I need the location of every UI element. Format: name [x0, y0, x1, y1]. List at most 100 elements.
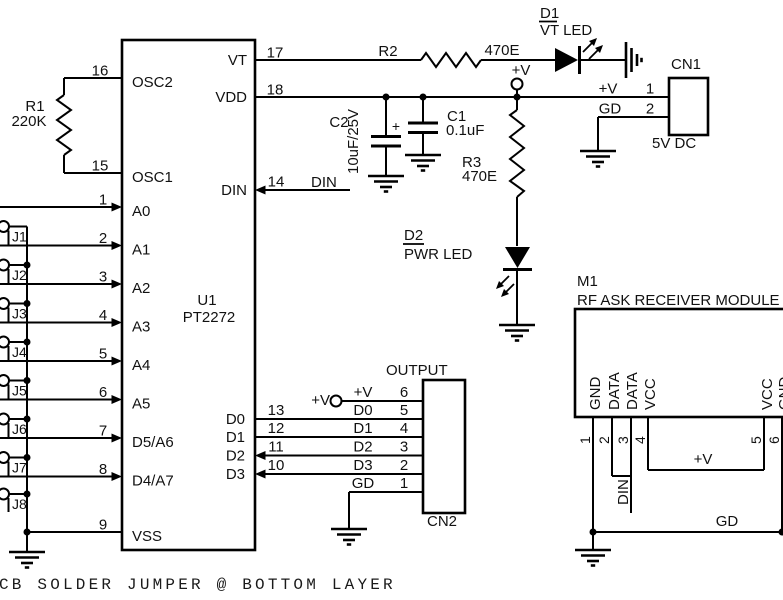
- pin-label-vt: VT: [228, 52, 247, 69]
- jumper-label: J1: [12, 229, 27, 245]
- cn2-pin3-label: D2: [353, 439, 372, 456]
- pin-label-d5a6: D5/A6: [132, 434, 174, 451]
- pin-label-d4a7: D4/A7: [132, 473, 174, 490]
- resistor-r1: 16 15 R1 220K: [11, 63, 122, 175]
- cn2-ref: CN2: [427, 513, 457, 530]
- jumper-label: J7: [12, 460, 27, 476]
- jumper-j3: J3: [0, 297, 27, 323]
- pin-label-osc2: OSC2: [132, 74, 173, 91]
- c2-value: 10uF/25V: [345, 109, 362, 174]
- pin-number-12: 12: [268, 420, 285, 437]
- jumper-j7: J7: [0, 451, 27, 477]
- address-input-rows: 1 2 3 4 5 6 7 8 9: [0, 192, 122, 534]
- cn2-pin2-number: 2: [400, 457, 408, 474]
- m1-pin4-label: VCC: [642, 378, 659, 410]
- cn2-pin3-number: 3: [400, 439, 408, 456]
- c2-ref: C2: [329, 114, 348, 131]
- pin-number-15: 15: [92, 158, 109, 175]
- net-label-din: DIN: [311, 174, 337, 191]
- ground-symbol: [624, 40, 643, 80]
- ground-symbol: [366, 174, 406, 193]
- d2-value: PWR LED: [404, 246, 473, 263]
- din-net: 14 DIN: [255, 174, 350, 195]
- jumper-j8: J8: [0, 487, 27, 512]
- cn2-pin2-label: D3: [353, 457, 372, 474]
- d1-value: VT LED: [540, 22, 592, 39]
- m1-pin1-number: 1: [577, 436, 593, 444]
- r1-ref: R1: [25, 98, 44, 115]
- pin-number-1: 1: [99, 192, 107, 209]
- jumper-label: J5: [12, 383, 27, 399]
- ground-symbol: [329, 527, 369, 546]
- jumper-j1: J1: [0, 220, 27, 246]
- c1-value: 0.1uF: [446, 122, 484, 139]
- m1-net-din: DIN: [615, 479, 632, 505]
- pin-label-osc1: OSC1: [132, 169, 173, 186]
- pin-label-a4: A4: [132, 357, 150, 374]
- resistor-r3: R3 470E: [462, 97, 526, 246]
- cn1-ref: CN1: [671, 56, 701, 73]
- pin-number-9: 9: [99, 517, 107, 534]
- pin-number-5: 5: [99, 346, 107, 363]
- r1-value: 220K: [11, 113, 46, 130]
- led-d1: [555, 38, 603, 74]
- connector-cn1: CN1 5V DC +V 1 GD 2: [578, 56, 710, 168]
- cn1-pin2-label: GD: [599, 101, 622, 118]
- pin-label-vdd: VDD: [215, 89, 247, 106]
- ground-symbol: [7, 550, 47, 569]
- m1-pin3-number: 3: [615, 436, 631, 444]
- pin-label-a1: A1: [132, 242, 150, 259]
- pin-label-d0: D0: [226, 411, 245, 428]
- m1-pin6-label: GND: [776, 377, 783, 411]
- cn2-pin6-number: 6: [400, 384, 408, 401]
- jumper-j5: J5: [0, 374, 27, 400]
- m1-title: RF ASK RECEIVER MODULE: [577, 292, 780, 309]
- pin-label-d3: D3: [226, 466, 245, 483]
- cn1-pin2-number: 2: [646, 101, 654, 118]
- cn1-caption: 5V DC: [652, 135, 696, 152]
- net-label-plusv: +V: [512, 62, 531, 79]
- cn2-pin4-number: 4: [400, 420, 408, 437]
- m1-pin6-number: 6: [766, 436, 782, 444]
- m1-pin2-label: DATA: [606, 372, 623, 410]
- cn2-pin1-label: GD: [352, 475, 375, 492]
- pin-number-17: 17: [267, 45, 284, 62]
- pin-label-a0: A0: [132, 203, 150, 220]
- pin-number-13: 13: [268, 402, 285, 419]
- ic-u1-pt2272: U1 PT2272 OSC2 OSC1 A0 A1 A2 A3 A4 A5 D5…: [120, 38, 257, 552]
- pin-label-din: DIN: [221, 182, 247, 199]
- d2-ref: D2: [404, 227, 423, 244]
- ground-symbol: [573, 548, 613, 567]
- m1-pin2-number: 2: [596, 436, 612, 444]
- cn2-pin1-number: 1: [400, 475, 408, 492]
- cn2-pin5-label: D0: [353, 402, 372, 419]
- r2-value: 470E: [484, 42, 519, 59]
- cn2-caption: OUTPUT: [386, 362, 448, 379]
- cn1-pin1-number: 1: [646, 81, 654, 98]
- cn2-pin5-number: 5: [400, 402, 408, 419]
- m1-pin1-label: GND: [587, 377, 604, 411]
- cn1-pin1-label: +V: [599, 81, 618, 98]
- net-label-plusv: +V: [311, 392, 330, 409]
- pin-label-d1: D1: [226, 429, 245, 446]
- r2-ref: R2: [378, 43, 397, 60]
- led-d2: [496, 247, 537, 342]
- cn2-pin6-label: +V: [354, 384, 373, 401]
- pin-label-a3: A3: [132, 319, 150, 336]
- cn2-pin4-label: D1: [353, 420, 372, 437]
- pin-number-8: 8: [99, 461, 107, 478]
- vdd-net: 18 +V + C2 10uF/25V C1 0.1uF: [255, 62, 669, 342]
- m1-pin4-number: 4: [632, 436, 648, 444]
- ground-symbol: [403, 153, 443, 172]
- m1-net-plusv: +V: [694, 451, 713, 468]
- pin-number-7: 7: [99, 423, 107, 440]
- m1-pin5-number: 5: [748, 436, 764, 444]
- capacitor-c1: C1 0.1uF: [403, 97, 484, 172]
- jumper-label: J2: [12, 267, 27, 283]
- c1-ref: C1: [447, 108, 466, 125]
- jumper-label: J3: [12, 306, 27, 322]
- ic-part-number: PT2272: [183, 309, 236, 326]
- pin-label-d2: D2: [226, 448, 245, 465]
